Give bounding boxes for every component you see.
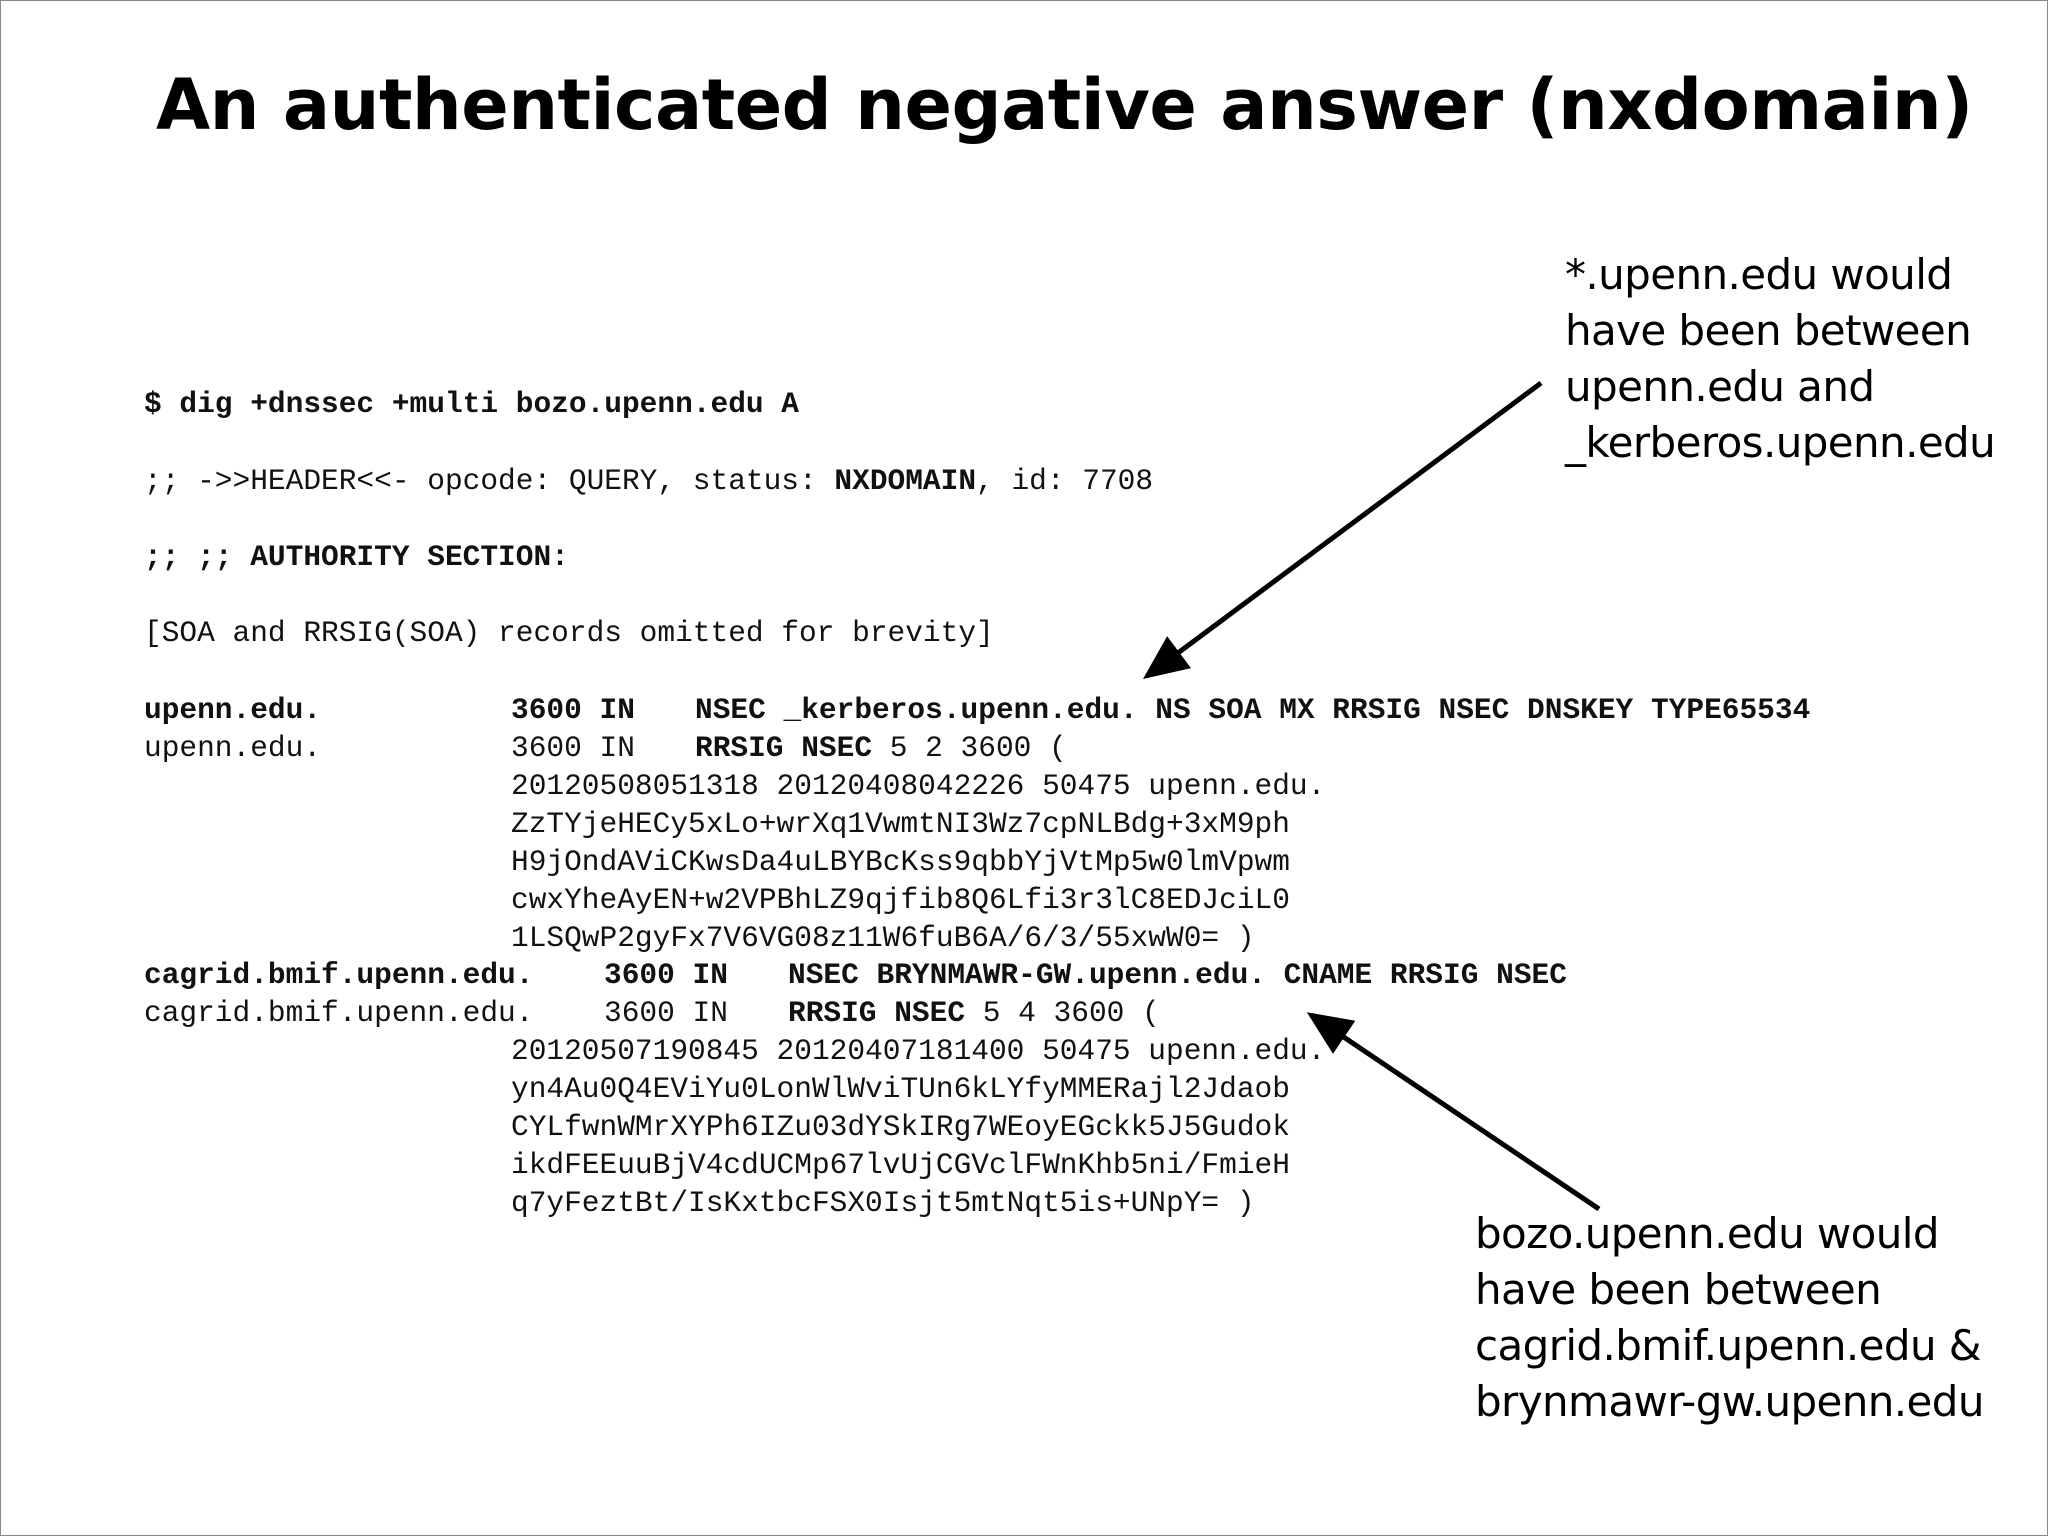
record-owner: cagrid.bmif.upenn.edu. xyxy=(144,958,534,992)
bozo-annotation: bozo.upenn.edu would have been between c… xyxy=(1475,1206,1984,1430)
record-rdata: NSEC BRYNMAWR-GW.upenn.edu. CNAME RRSIG … xyxy=(788,958,1567,992)
rrsig-line: ikdFEEuuBjV4cdUCMp67lvUjCGVclFWnKhb5ni/F… xyxy=(511,1148,1290,1182)
rrsig-record-upenn: upenn.edu. 3600 IN RRSIG NSEC 5 2 3600 ( xyxy=(1,729,2001,767)
authority-heading: ;; ;; AUTHORITY SECTION: xyxy=(144,540,569,574)
wildcard-annotation: *.upenn.edu would have been between upen… xyxy=(1565,247,1996,471)
annotation-line: cagrid.bmif.upenn.edu & xyxy=(1475,1321,1981,1370)
annotation-line: upenn.edu and xyxy=(1565,362,1875,411)
rrsig-line: 20120507190845 20120407181400 50475 upen… xyxy=(511,1034,1326,1068)
nsec-record-cagrid: cagrid.bmif.upenn.edu. 3600 IN NSEC BRYN… xyxy=(1,956,2001,994)
rrsig-type-params: RRSIG NSEC 5 4 3600 ( xyxy=(788,994,1160,1032)
header-prefix: ;; ->>HEADER<<- opcode: QUERY, status: xyxy=(144,464,835,498)
annotation-line: _kerberos.upenn.edu xyxy=(1565,418,1996,467)
rrsig-line: ZzTYjeHECy5xLo+wrXq1VwmtNI3Wz7cpNLBdg+3x… xyxy=(511,807,1290,841)
rrsig-params: 5 2 3600 ( xyxy=(872,731,1067,765)
header-suffix: , id: 7708 xyxy=(976,464,1154,498)
rrsig-line: 20120508051318 20120408042226 50475 upen… xyxy=(511,769,1326,803)
annotation-line: have been between xyxy=(1565,306,1972,355)
rrsig-type: RRSIG NSEC xyxy=(788,996,966,1030)
annotation-line: bozo.upenn.edu would xyxy=(1475,1209,1939,1258)
record-ttl-class: 3600 IN xyxy=(604,958,728,992)
annotation-line: have been between xyxy=(1475,1265,1882,1314)
status-nxdomain: NXDOMAIN xyxy=(834,464,977,498)
rrsig-type: RRSIG NSEC xyxy=(695,731,873,765)
arrow-to-upenn-nsec xyxy=(1142,380,1543,679)
slide-title: An authenticated negative answer (nxdoma… xyxy=(156,64,1973,146)
rrsig-params: 5 4 3600 ( xyxy=(965,996,1160,1030)
annotation-line: brynmawr-gw.upenn.edu xyxy=(1475,1377,1984,1426)
rrsig-line: q7yFeztBt/IsKxtbcFSX0Isjt5mtNqt5is+UNpY=… xyxy=(511,1186,1255,1220)
record-owner: upenn.edu. xyxy=(144,731,322,765)
record-ttl-class: 3600 IN xyxy=(604,996,728,1030)
record-ttl-class: 3600 IN xyxy=(511,693,635,727)
record-owner: cagrid.bmif.upenn.edu. xyxy=(144,996,534,1030)
rrsig-line: yn4Au0Q4EViYu0LonWlWviTUn6kLYfyMMERajl2J… xyxy=(511,1072,1290,1106)
nsec-record-upenn: upenn.edu. 3600 IN NSEC _kerberos.upenn.… xyxy=(1,691,2001,729)
rrsig-record-cagrid: cagrid.bmif.upenn.edu. 3600 IN RRSIG NSE… xyxy=(1,994,2001,1032)
annotation-line: *.upenn.edu would xyxy=(1565,250,1953,299)
rrsig-line: 1LSQwP2gyFx7V6VG08z11W6fuB6A/6/3/55xwW0=… xyxy=(511,921,1255,955)
arrow-to-cagrid-nsec xyxy=(1306,1012,1601,1212)
header-line: ;; ->>HEADER<<- opcode: QUERY, status: N… xyxy=(144,462,1153,500)
dig-command: $ dig +dnssec +multi bozo.upenn.edu A xyxy=(144,387,800,421)
record-owner: upenn.edu. xyxy=(144,693,322,727)
record-rdata: NSEC _kerberos.upenn.edu. NS SOA MX RRSI… xyxy=(695,693,1811,727)
rrsig-type-params: RRSIG NSEC 5 2 3600 ( xyxy=(695,729,1067,767)
record-ttl-class: 3600 IN xyxy=(511,731,635,765)
omitted-note: [SOA and RRSIG(SOA) records omitted for … xyxy=(144,616,994,650)
rrsig-line: CYLfwnWMrXYPh6IZu03dYSkIRg7WEoyEGckk5J5G… xyxy=(511,1110,1290,1144)
rrsig-line: cwxYheAyEN+w2VPBhLZ9qjfib8Q6Lfi3r3lC8EDJ… xyxy=(511,883,1290,917)
rrsig-line: H9jOndAViCKwsDa4uLBYBcKss9qbbYjVtMp5w0lm… xyxy=(511,845,1290,879)
